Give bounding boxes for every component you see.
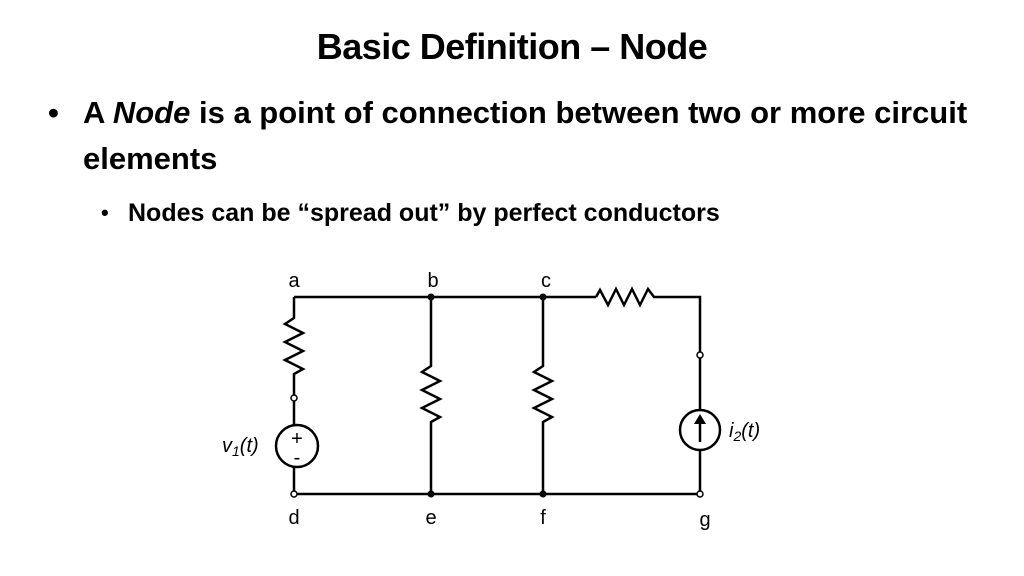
i-subscript: 2 — [732, 428, 741, 444]
voltage-source-label: v1(t) — [222, 435, 259, 459]
bullet-prefix: A — [83, 95, 113, 130]
current-source-label: i2(t) — [729, 420, 760, 444]
sub-bullet-spread-out: • Nodes can be “spread out” by perfect c… — [101, 196, 720, 230]
junction-c — [539, 293, 547, 301]
node-label-g: g — [699, 509, 710, 531]
node-label-a: a — [288, 270, 300, 292]
voltage-source-minus: - — [294, 447, 301, 469]
junction-b — [427, 293, 435, 301]
sub-bullet-dot: • — [101, 200, 109, 225]
bullet-dot: • — [48, 95, 59, 130]
terminal-g — [696, 490, 704, 498]
node-label-b: b — [427, 270, 438, 292]
i-argument: (t) — [741, 420, 760, 442]
resistor-middle-be — [419, 297, 443, 494]
v-symbol: v — [222, 435, 233, 457]
current-arrow-head-icon — [694, 414, 706, 424]
i-symbol: i — [729, 420, 734, 442]
terminal-right-upper — [696, 351, 704, 359]
node-label-f: f — [540, 507, 546, 529]
terminal-left-upper — [290, 394, 298, 402]
voltage-source-plus: + — [291, 428, 303, 450]
bullet-node-definition: • A Node is a point of connection betwee… — [48, 90, 988, 182]
terminal-d — [290, 490, 298, 498]
resistor-middle-cf — [531, 297, 555, 494]
bullet-text: A Node is a point of connection between … — [83, 90, 988, 182]
slide-title: Basic Definition – Node — [316, 26, 708, 67]
node-label-c: c — [541, 270, 551, 292]
v-subscript: 1 — [232, 443, 240, 459]
sub-bullet-text: Nodes can be “spread out” by perfect con… — [128, 199, 720, 227]
bullet-rest: is a point of connection between two or … — [83, 95, 968, 176]
node-label-e: e — [425, 507, 436, 529]
v-argument: (t) — [240, 435, 259, 457]
node-label-d: d — [288, 507, 299, 529]
bullet-emphasis-node: Node — [112, 95, 191, 130]
resistor-top — [594, 286, 702, 353]
voltage-source-v1 — [274, 423, 320, 469]
resistor-left — [282, 297, 306, 396]
